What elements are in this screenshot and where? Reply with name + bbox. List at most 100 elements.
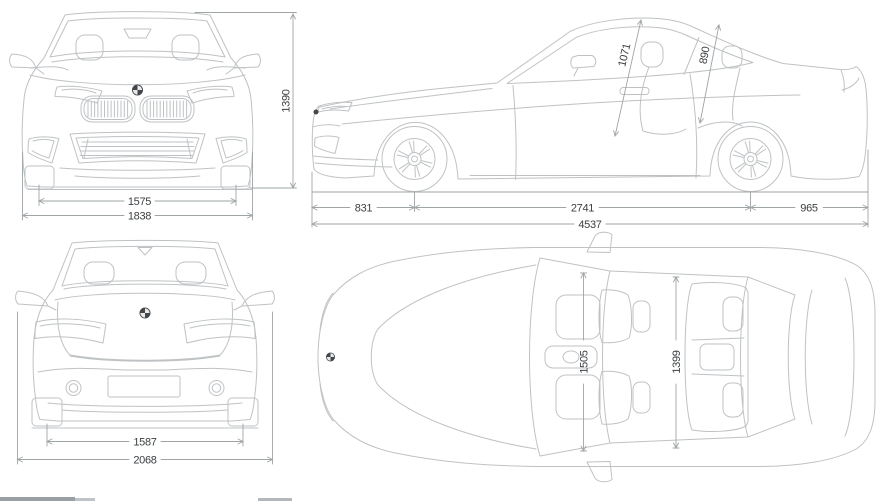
side-mirror — [570, 55, 597, 77]
dim-rear-interior-width-label: 1399 — [671, 350, 683, 373]
license-plate-recess — [107, 375, 181, 398]
dim-overall-width-label: 1838 — [128, 210, 151, 222]
shoulder-line — [54, 292, 236, 301]
chin-splitter — [59, 167, 216, 179]
rear-door-cut — [689, 73, 698, 179]
lower-intake — [69, 131, 206, 164]
dim-overall-length-label: 4537 — [578, 219, 601, 230]
rear-body-outline — [32, 239, 258, 422]
cowl-line — [51, 56, 224, 63]
side-headlight — [317, 101, 353, 113]
rear-bench-plan — [684, 281, 749, 433]
dim-rear-headroom-label: 890 — [698, 46, 713, 66]
trunk-shut-line — [840, 69, 860, 93]
left-headlight — [54, 85, 103, 104]
top-view: 1505 1399 — [317, 231, 876, 483]
rear-left-tire — [31, 397, 63, 427]
hood-line — [29, 74, 246, 86]
trunk-lines — [804, 277, 855, 437]
intake-mesh — [79, 138, 195, 159]
rear-seat — [697, 45, 743, 129]
bumper-bottom — [47, 402, 243, 413]
right-headrest — [171, 34, 200, 61]
rear-view-dimensions: 1587 2068 — [16, 311, 274, 466]
front-door-cut — [512, 85, 517, 180]
brake-light — [137, 247, 153, 256]
front-left-tire — [24, 165, 55, 190]
rearview-mirror — [123, 28, 152, 39]
side-glass — [506, 26, 754, 84]
left-taillight — [34, 318, 107, 344]
front-body-outline — [21, 11, 254, 188]
dim-wheelbase-label: 2741 — [571, 202, 594, 214]
dim-front-interior-width-label: 1505 — [579, 350, 591, 373]
door-handle — [619, 87, 650, 95]
right-corner-intake — [215, 136, 248, 164]
rear-bmw-roundel-icon — [139, 307, 151, 319]
rear-wheel-spokes — [732, 140, 769, 178]
trunk-lid — [57, 301, 233, 362]
rear-wheel — [717, 126, 784, 192]
dim-width-incl-mirrors-label: 2068 — [133, 454, 156, 466]
top-body-outline — [317, 247, 876, 467]
hood-cut-plan — [370, 264, 537, 450]
fender-creases — [29, 66, 246, 71]
front-view-dimensions: 1575 1838 1390 — [21, 12, 297, 222]
front-wheel-spokes — [396, 140, 433, 178]
b-pillar-divider — [683, 37, 700, 75]
dim-rear-overhang-label: 965 — [800, 202, 818, 214]
clipped-bottom-fragment-1 — [0, 497, 75, 501]
side-view-dimensions: 1071 890 831 2741 965 4537 — [310, 19, 870, 230]
character-line — [341, 94, 801, 125]
right-side-mirror — [225, 53, 261, 75]
front-view: 1575 1838 1390 — [9, 11, 297, 222]
rear-right-tire — [227, 397, 259, 427]
rear-view-car — [15, 239, 275, 429]
left-headrest — [75, 34, 104, 61]
rear-view: 1587 2068 — [15, 239, 275, 466]
clipped-bottom-fragment-2 — [75, 497, 95, 501]
grille-slats — [87, 100, 188, 118]
rear-right-mirror — [233, 290, 275, 311]
bumper-top-line — [37, 367, 253, 373]
dim-track-width-label: 1575 — [128, 196, 151, 208]
side-view-car — [311, 17, 868, 192]
left-corner-intake — [27, 136, 60, 164]
nose-inner-lines — [319, 292, 334, 422]
side-view: 1071 890 831 2741 965 4537 — [310, 17, 870, 230]
a-pillars — [539, 257, 611, 457]
windshield — [49, 17, 226, 58]
side-body-outline — [311, 17, 868, 180]
side-nose-badge — [313, 109, 319, 115]
clipped-bottom-fragment-3 — [258, 497, 292, 501]
front-bumper-lines — [312, 124, 393, 168]
hood-cut-line — [329, 88, 493, 110]
top-mirror-left — [586, 231, 613, 253]
right-taillight — [183, 318, 256, 344]
top-mirror-right — [586, 461, 613, 483]
windshield-arc — [529, 257, 541, 457]
dim-front-overhang-label: 831 — [355, 202, 373, 214]
dim-overall-height-label: 1390 — [281, 89, 293, 112]
dim-front-headroom-label: 1071 — [616, 42, 633, 68]
kidney-grille — [80, 95, 195, 123]
exhaust-tips — [65, 380, 225, 396]
rear-right-headrest — [175, 261, 207, 285]
rear-window-plan — [740, 276, 796, 438]
center-console — [544, 345, 598, 369]
right-headlight — [186, 85, 235, 104]
rear-left-headrest — [83, 261, 115, 285]
top-view-dimensions: 1505 1399 — [579, 271, 683, 453]
top-bmw-roundel-icon — [326, 352, 335, 362]
front-view-car — [9, 11, 261, 190]
top-view-car — [317, 231, 876, 483]
roof-panel — [602, 270, 749, 444]
left-side-mirror — [9, 53, 45, 75]
front-bmw-roundel-icon — [132, 84, 143, 96]
dim-rear-track-label: 1587 — [133, 436, 156, 448]
front-seat — [639, 41, 687, 135]
front-wheel — [381, 126, 448, 192]
front-seats-plan — [555, 289, 651, 425]
rear-left-mirror — [15, 290, 57, 311]
